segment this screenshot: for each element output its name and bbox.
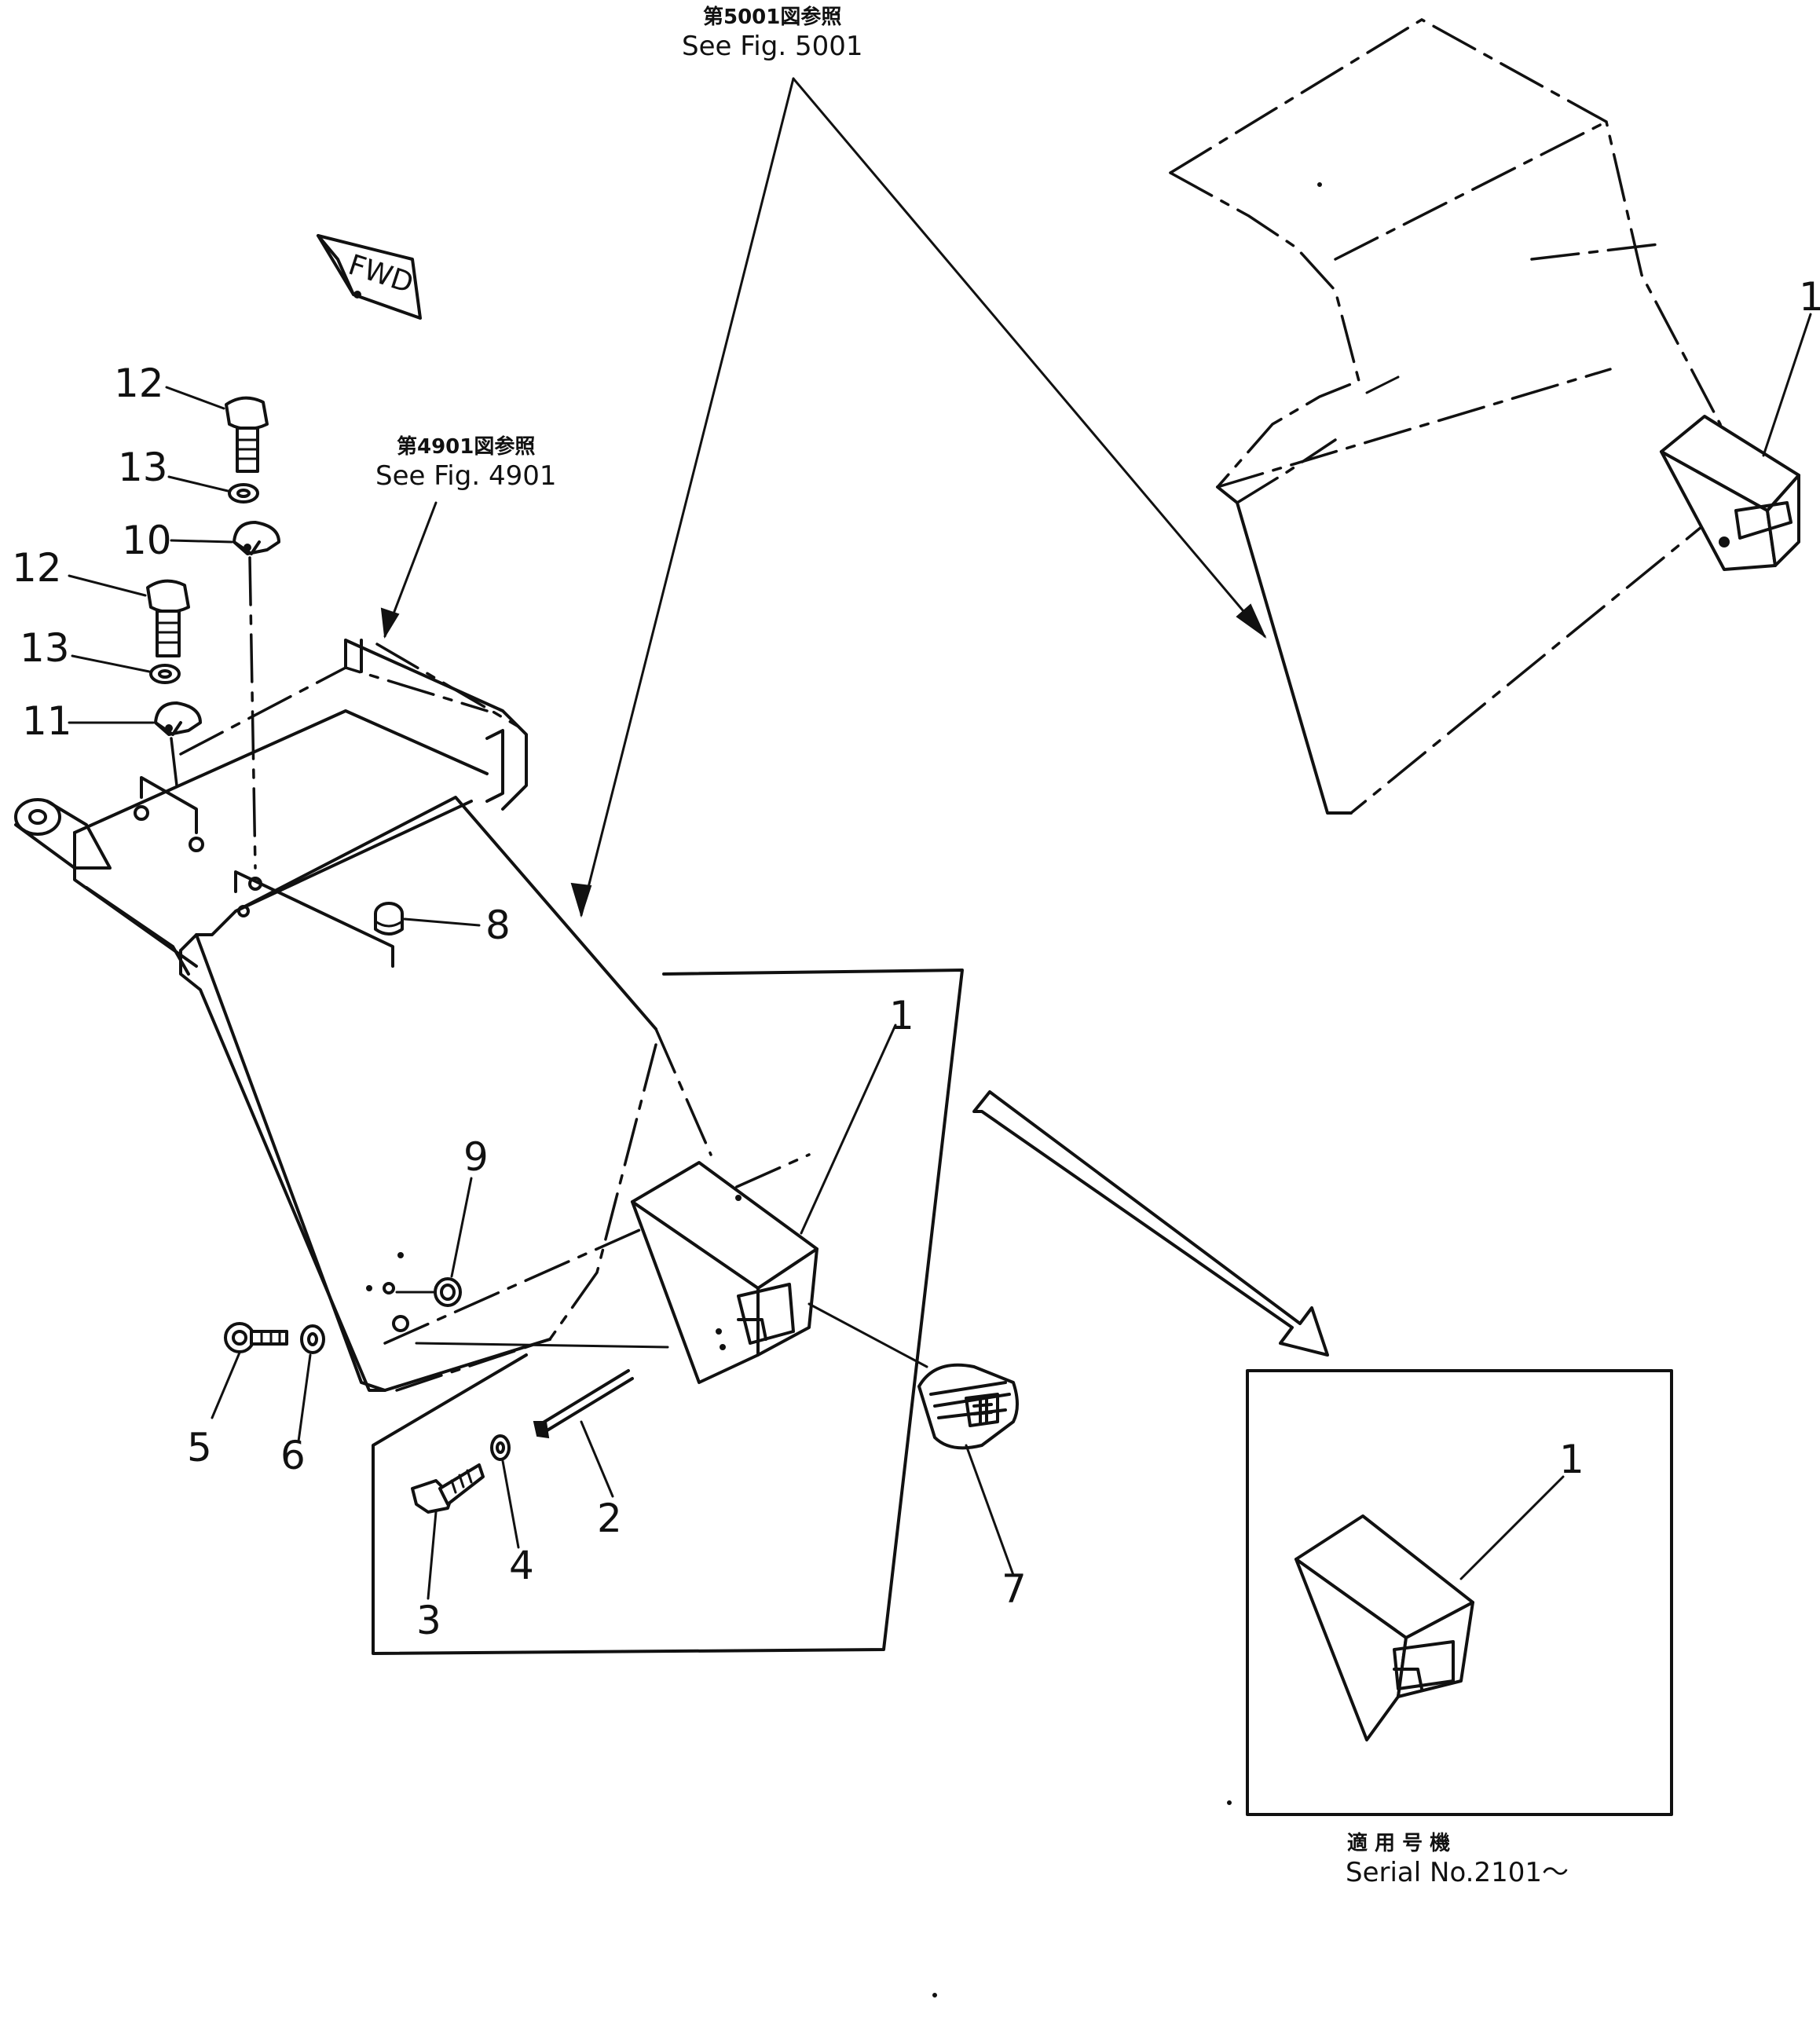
- direction-arrow: [972, 1090, 1329, 1357]
- callout-1-serial: 1: [1559, 1437, 1584, 1482]
- callout-9: 9: [463, 1134, 489, 1180]
- callout-13-upper: 13: [118, 445, 168, 490]
- callout-11: 11: [22, 698, 72, 744]
- callout-3: 3: [416, 1598, 441, 1643]
- grommet-8: [374, 902, 404, 936]
- work-lamp-serial: [1295, 1514, 1474, 1741]
- washer-6: [300, 1324, 325, 1354]
- fig4901-ref-jp: 第4901図参照: [397, 434, 535, 459]
- work-lamp-main: [631, 1161, 818, 1384]
- callout-12-upper: 12: [114, 361, 164, 406]
- washer-13-lower: [149, 664, 181, 684]
- callout-2: 2: [597, 1496, 622, 1541]
- callout-13-lower: 13: [20, 625, 70, 671]
- serial-box-frame: [1246, 1369, 1673, 1816]
- clamp-10: [233, 521, 280, 555]
- grommet-9: [395, 1277, 462, 1307]
- arrowhead: [1236, 603, 1267, 639]
- serial-label-en: Serial No.2101～: [1346, 1857, 1569, 1888]
- mounting-bracket-assembly: [14, 639, 811, 1392]
- washer-4: [490, 1434, 511, 1461]
- callout-10: 10: [122, 518, 172, 563]
- lamp-lens-cover: [917, 1363, 1019, 1450]
- callout-5: 5: [187, 1425, 212, 1470]
- bolt-12-lower: [146, 579, 190, 657]
- exploded-frame: [372, 969, 964, 1655]
- callout-1-top: 1: [1799, 274, 1820, 320]
- washer-13-upper: [228, 483, 259, 504]
- serial-label-jp: 適 用 号 機: [1347, 1831, 1450, 1855]
- clamp-11: [154, 701, 202, 736]
- callout-7: 7: [1002, 1566, 1027, 1612]
- callout-6: 6: [280, 1433, 306, 1478]
- fig5001-ref-en: See Fig. 5001: [682, 31, 862, 62]
- arrowhead: [570, 882, 592, 918]
- bolt-5: [224, 1322, 288, 1353]
- callout-4: 4: [509, 1543, 534, 1588]
- cab-cover-assembly: [1169, 17, 1738, 815]
- bolt-3: [411, 1463, 485, 1514]
- fwd-direction-tag: FWD: [317, 234, 422, 320]
- callout-12-lower: 12: [12, 545, 62, 591]
- bolt-12-upper: [225, 396, 269, 473]
- callout-1-main: 1: [889, 993, 914, 1038]
- work-lamp-cab: [1660, 415, 1800, 571]
- fig5001-ref-jp: 第5001図参照: [703, 5, 841, 29]
- arrowhead: [380, 607, 400, 639]
- fig4901-ref-en: See Fig. 4901: [375, 460, 556, 492]
- callout-8: 8: [485, 903, 511, 948]
- wire-pin: [533, 1369, 634, 1439]
